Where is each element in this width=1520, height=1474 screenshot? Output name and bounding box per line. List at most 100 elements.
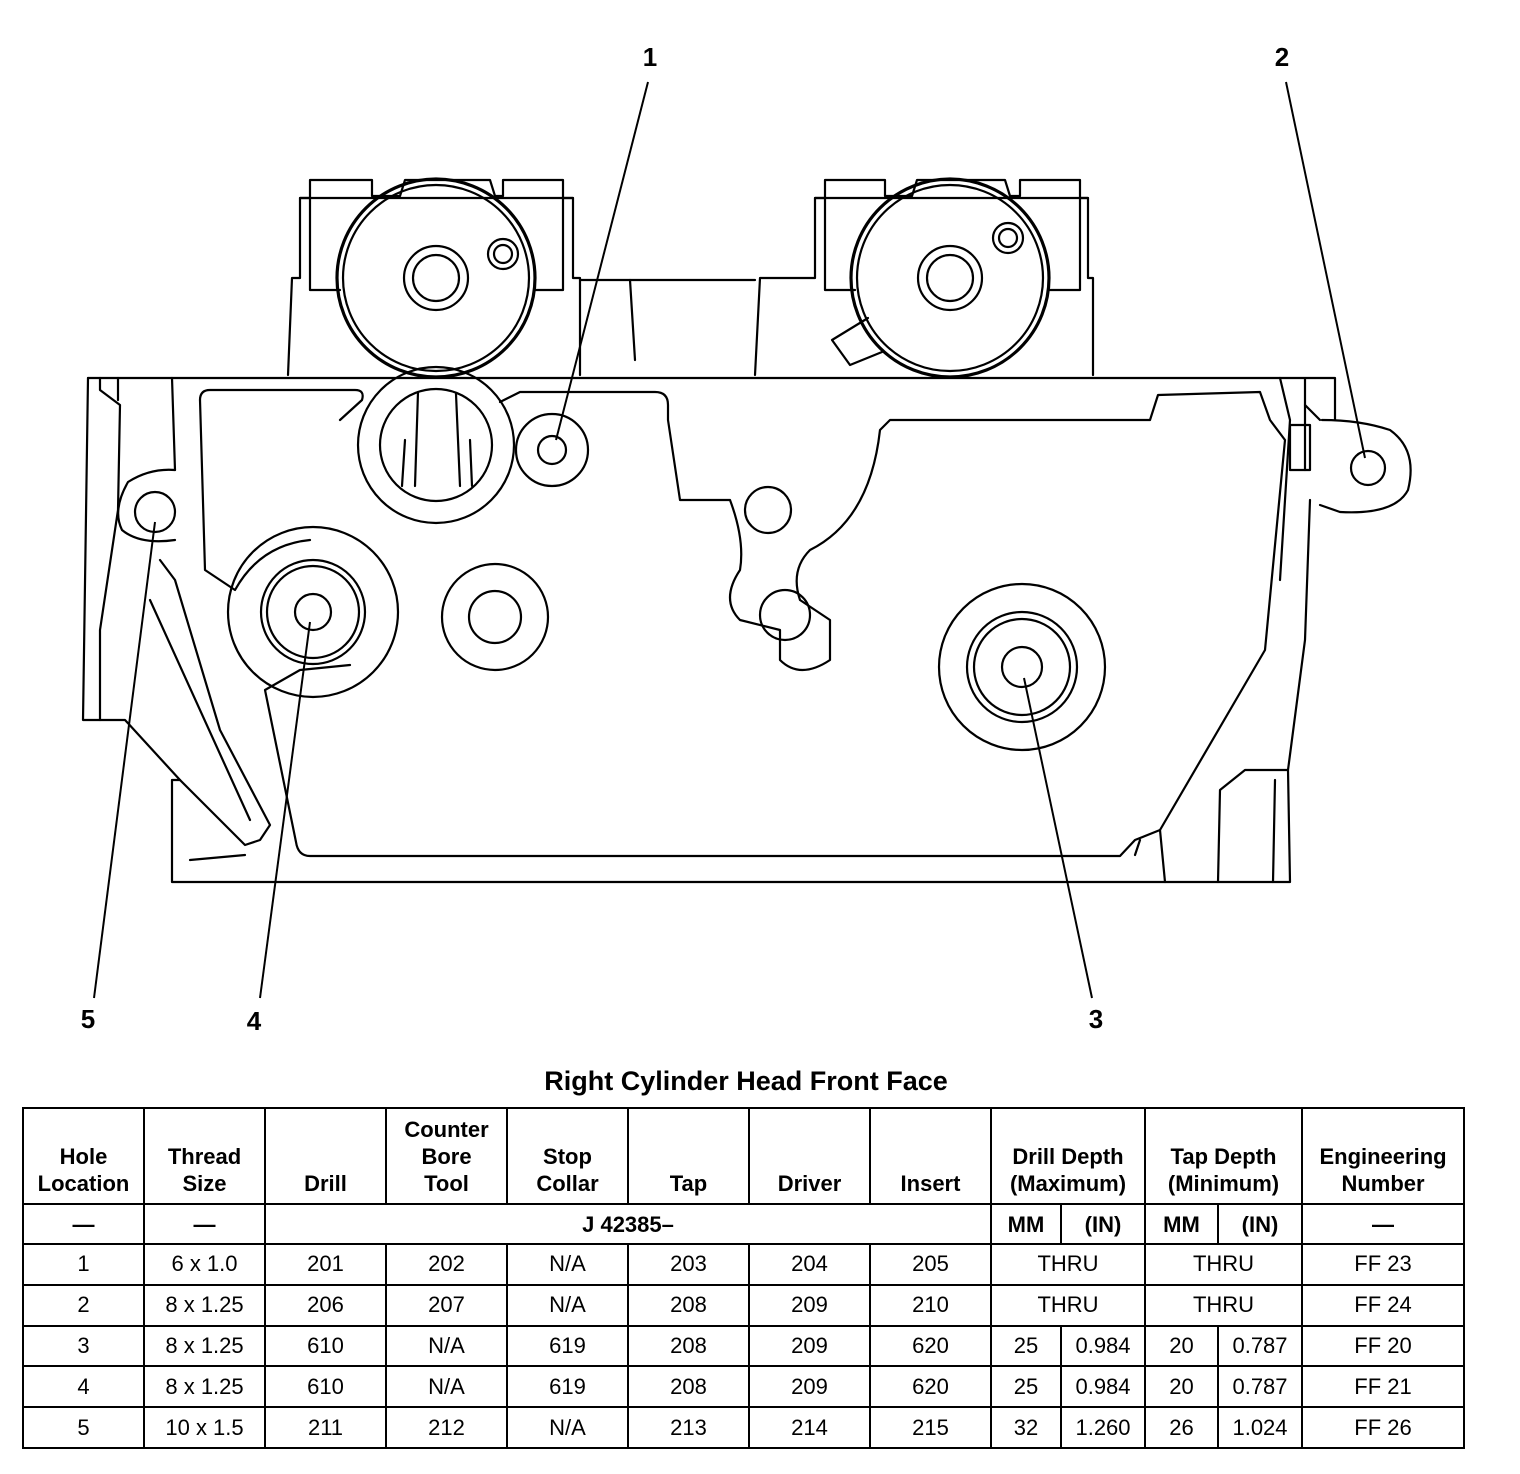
sub-hole-location: — (22, 1203, 145, 1245)
cell-driver: 209 (748, 1283, 871, 1327)
cell-counter-bore-tool: 202 (385, 1243, 508, 1286)
leader-4 (259, 621, 311, 999)
cell-drill-depth: THRU (990, 1283, 1146, 1327)
cell-tap: 208 (627, 1324, 750, 1368)
hole-2-boss (1318, 418, 1412, 514)
cell-counter-bore-tool: 207 (385, 1283, 508, 1327)
sub-thread-size: — (143, 1203, 266, 1245)
cell-driver: 204 (748, 1243, 871, 1286)
hole-5-boss (117, 468, 177, 543)
cell-tap-depth: THRU (1143, 1283, 1304, 1327)
subheader-row: — — J 42385– MM (IN) MM (IN) — (22, 1203, 1466, 1245)
hole-4-boss (226, 525, 400, 699)
cell-hole: 5 (22, 1406, 145, 1449)
cell-driver: 214 (748, 1406, 871, 1449)
cell-tap: 208 (627, 1283, 750, 1327)
sub-drill-mm: MM (990, 1203, 1062, 1245)
cell-drill-mm: 32 (990, 1406, 1062, 1449)
cell-thread: 10 x 1.5 (143, 1406, 266, 1449)
cell-stop-collar: N/A (506, 1283, 629, 1327)
sub-tap-in: (IN) (1216, 1203, 1304, 1245)
cell-engineering-number: FF 26 (1301, 1406, 1466, 1449)
cell-drill: 206 (264, 1283, 387, 1327)
hole-1-boss (514, 412, 590, 488)
center-bosses (743, 485, 812, 642)
cell-tap-mm: 20 (1144, 1324, 1219, 1368)
cell-insert: 620 (869, 1324, 992, 1368)
cell-stop-collar: N/A (506, 1243, 629, 1286)
cell-insert: 620 (869, 1365, 992, 1409)
sub-tool-prefix: J 42385– (264, 1203, 992, 1245)
cell-drill: 610 (264, 1324, 387, 1368)
cell-tap-mm: 20 (1144, 1365, 1219, 1409)
sub-engineering-number: — (1301, 1203, 1466, 1245)
cell-tap: 203 (627, 1243, 750, 1286)
cell-insert: 210 (869, 1283, 992, 1327)
cell-stop-collar: 619 (506, 1365, 629, 1409)
cell-insert: 215 (869, 1406, 992, 1449)
callout-2: 2 (1275, 42, 1289, 72)
cell-tap-depth: THRU (1143, 1243, 1304, 1286)
cell-tap: 208 (627, 1365, 750, 1409)
sub-drill-in: (IN) (1060, 1203, 1146, 1245)
cell-engineering-number: FF 21 (1301, 1365, 1466, 1409)
col-tap: Tap (627, 1107, 750, 1205)
cell-insert: 205 (869, 1243, 992, 1286)
cell-stop-collar: N/A (506, 1406, 629, 1449)
col-driver: Driver (748, 1107, 871, 1205)
sub-tap-mm: MM (1144, 1203, 1219, 1245)
callout-3: 3 (1089, 1004, 1103, 1034)
leader-5 (93, 521, 156, 999)
cell-drill-in: 0.984 (1060, 1324, 1146, 1368)
leader-1 (555, 81, 649, 441)
cell-hole: 3 (22, 1324, 145, 1368)
cell-engineering-number: FF 23 (1301, 1243, 1466, 1286)
left-cam-housing (286, 177, 582, 379)
cell-engineering-number: FF 20 (1301, 1324, 1466, 1368)
mid-housing-rib (628, 278, 637, 362)
hole-3-boss (937, 582, 1107, 752)
cell-thread: 6 x 1.0 (143, 1243, 266, 1286)
callout-1: 1 (643, 42, 657, 72)
cell-thread: 8 x 1.25 (143, 1324, 266, 1368)
leader-lines (93, 81, 1366, 999)
cylinder-head-diagram: 1 2 3 4 5 (81, 42, 1412, 1036)
cell-tap-in: 1.024 (1216, 1406, 1304, 1449)
callout-5: 5 (81, 1004, 95, 1034)
table-title: Right Cylinder Head Front Face (544, 1066, 948, 1096)
col-drill-depth: Drill Depth(Maximum) (990, 1107, 1146, 1205)
cell-drill-depth: THRU (990, 1243, 1146, 1286)
cell-counter-bore-tool: 212 (385, 1406, 508, 1449)
head-body (81, 376, 1337, 884)
leader-2 (1285, 81, 1366, 459)
cell-thread: 8 x 1.25 (143, 1283, 266, 1327)
center-left-boss (440, 562, 550, 672)
cell-drill-in: 1.260 (1060, 1406, 1146, 1449)
table-row: 1 6 x 1.0 201 202 N/A 203 204 205 THRU T… (22, 1243, 1466, 1286)
cell-drill-in: 0.984 (1060, 1365, 1146, 1409)
cell-stop-collar: 619 (506, 1324, 629, 1368)
cell-hole: 1 (22, 1243, 145, 1286)
cell-hole: 4 (22, 1365, 145, 1409)
cell-counter-bore-tool: N/A (385, 1365, 508, 1409)
callout-4: 4 (247, 1006, 262, 1036)
cell-drill: 610 (264, 1365, 387, 1409)
cell-thread: 8 x 1.25 (143, 1365, 266, 1409)
cell-drill: 211 (264, 1406, 387, 1449)
right-cam-housing (753, 177, 1095, 379)
cell-driver: 209 (748, 1324, 871, 1368)
cell-drill: 201 (264, 1243, 387, 1286)
cell-tap: 213 (627, 1406, 750, 1449)
col-insert: Insert (869, 1107, 992, 1205)
cell-tap-in: 0.787 (1216, 1365, 1304, 1409)
cell-tap-in: 0.787 (1216, 1324, 1304, 1368)
table-row: 4 8 x 1.25 610 N/A 619 208 209 620 25 0.… (22, 1365, 1466, 1409)
left-boss (356, 365, 516, 525)
